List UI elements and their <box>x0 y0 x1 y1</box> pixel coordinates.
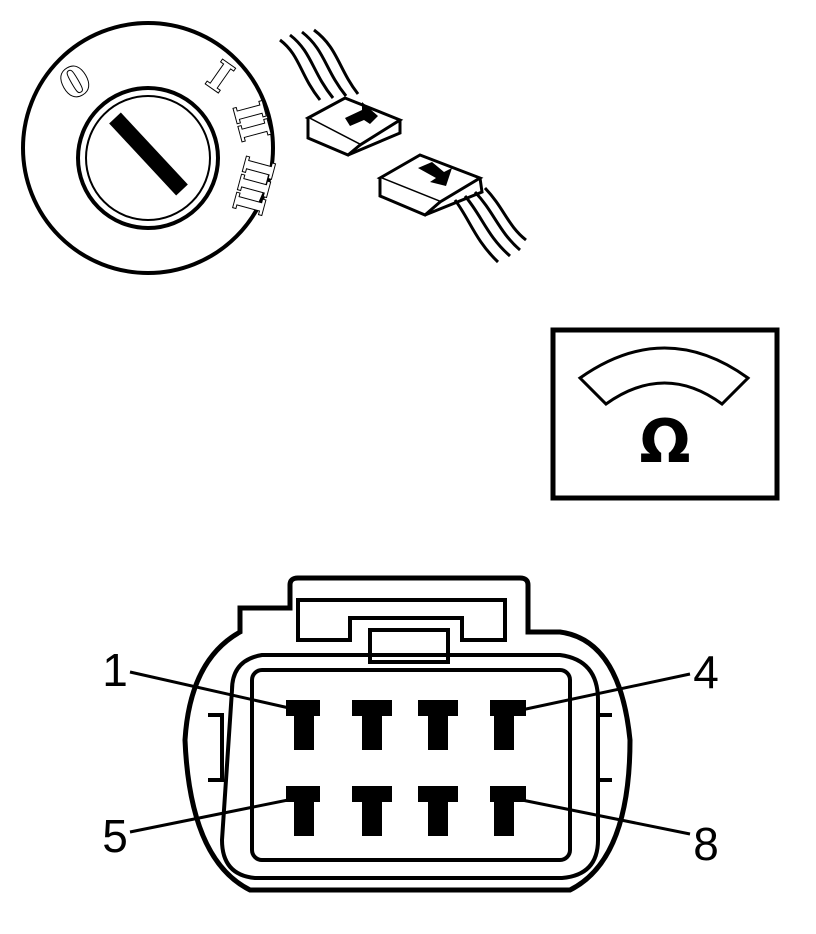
pin-3 <box>418 700 458 750</box>
connector-latch <box>296 598 507 642</box>
ohm-symbol: Ω <box>639 407 690 477</box>
leader-line-pin-5 <box>129 796 299 834</box>
connector-inner-wall <box>219 653 600 880</box>
pin-1 <box>286 700 320 750</box>
left-side-tab <box>208 713 224 782</box>
connector-face: 1 4 5 8 <box>102 575 719 893</box>
arrow-down-icon <box>418 162 452 186</box>
ohmmeter-icon: Ω <box>550 327 780 501</box>
pin-label-4: 4 <box>693 646 719 698</box>
pin-label-1: 1 <box>102 644 128 696</box>
pin-4 <box>490 700 526 750</box>
pin-6 <box>352 786 392 836</box>
ohmmeter-scale <box>577 346 751 406</box>
arrow-up-icon <box>345 102 378 126</box>
leader-line-pin-1 <box>129 670 299 712</box>
connector-cavity <box>250 668 572 862</box>
leader-line-pin-8 <box>511 796 691 836</box>
disconnect-connector-icon <box>279 28 527 264</box>
key-slot <box>109 112 188 196</box>
pin-label-8: 8 <box>693 818 719 870</box>
right-side-tab <box>596 713 612 782</box>
ignition-switch: 0 I II III <box>21 21 284 275</box>
pin-label-5: 5 <box>102 810 128 862</box>
pin-2 <box>352 700 392 750</box>
leader-line-pin-4 <box>511 672 691 714</box>
pin-7 <box>418 786 458 836</box>
ignition-position-3: III <box>223 152 283 218</box>
latch-window <box>368 628 450 664</box>
